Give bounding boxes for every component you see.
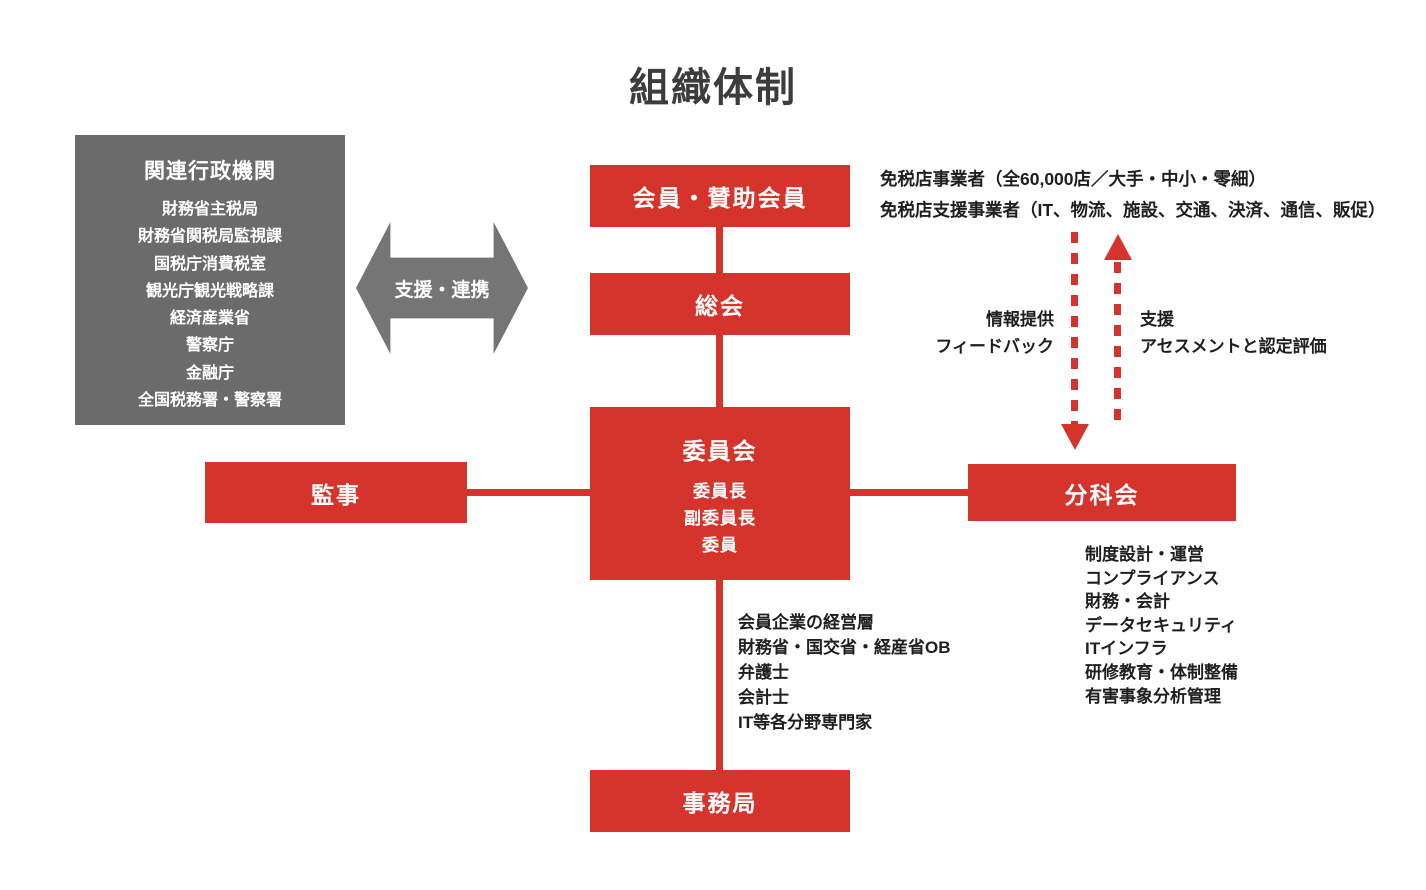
members-box: 会員・賛助会員	[590, 165, 850, 227]
subcommittee-topic-item: 有害事象分析管理	[1085, 686, 1221, 706]
committee-roles: 委員長 副委員長 委員	[684, 478, 756, 559]
up-arrowhead-icon	[1104, 234, 1132, 260]
page-title: 組織体制	[629, 66, 797, 110]
subcommittee-topic-item: 制度設計・運営	[1085, 545, 1204, 564]
connector-committee-secretariat	[716, 580, 723, 770]
committee-expert-item: 会計士	[738, 688, 789, 707]
subcommittee-topics-note: 制度設計・運営 コンプライアンス 財務・会計 データセキュリティ ITインフラ …	[1085, 543, 1238, 708]
agency-item: 金融庁	[185, 364, 234, 382]
connector-committee-subcommittee	[850, 489, 968, 496]
operators-note-line: 免税店事業者（全60,000店／大手・中小・零細）	[880, 169, 1267, 189]
agency-item: 経済産業省	[169, 310, 250, 328]
committee-expert-item: 会員企業の経営層	[738, 613, 874, 632]
support-cooperation-arrow-icon: 支援・連携	[356, 222, 528, 354]
operators-note: 免税店事業者（全60,000店／大手・中小・零細） 免税店支援事業者（IT、物流…	[880, 164, 1386, 226]
committee-role: 委員長	[693, 482, 747, 501]
up-arrow-label-line: アセスメントと認定評価	[1140, 337, 1327, 356]
agency-panel-items: 財務省主税局 財務省関税局監視課 国税庁消費税室 観光庁観光戦略課 経済産業省 …	[75, 196, 345, 414]
information-feedback-down-arrow-icon	[1071, 232, 1078, 424]
down-arrowhead-icon	[1061, 424, 1089, 450]
subcommittee-topic-item: コンプライアンス	[1085, 568, 1220, 588]
operators-note-line: 免税店支援事業者（IT、物流、施設、交通、決済、通信、販促）	[880, 200, 1386, 220]
committee-role: 副委員長	[684, 509, 756, 528]
committee-box: 委員会 委員長 副委員長 委員	[590, 407, 850, 580]
agency-item: 財務省関税局監視課	[137, 228, 282, 246]
committee-experts-note: 会員企業の経営層 財務省・国交省・経産省OB 弁護士 会計士 IT等各分野専門家	[738, 610, 951, 735]
committee-expert-item: 弁護士	[738, 663, 789, 682]
agency-panel-title: 関連行政機関	[144, 160, 276, 183]
agency-item: 警察庁	[185, 337, 234, 355]
subcommittee-topic-item: 財務・会計	[1085, 592, 1170, 612]
agency-item: 全国税務署・警察署	[137, 392, 282, 410]
up-arrow-label: 支援 アセスメントと認定評価	[1140, 306, 1327, 360]
up-arrow-label-line: 支援	[1140, 310, 1174, 329]
connector-auditor-committee	[467, 489, 590, 496]
committee-box-title: 委員会	[682, 438, 758, 464]
support-assessment-up-arrow-icon	[1114, 262, 1121, 428]
support-arrow-label: 支援・連携	[394, 279, 490, 301]
agency-panel: 関連行政機関 財務省主税局 財務省関税局監視課 国税庁消費税室 観光庁観光戦略課…	[75, 135, 345, 425]
subcommittee-topic-item: データセキュリティ	[1085, 615, 1237, 635]
down-arrow-label-line: フィードバック	[935, 337, 1054, 356]
down-arrow-label-line: 情報提供	[986, 310, 1054, 329]
down-arrow-label: 情報提供 フィードバック	[928, 306, 1054, 360]
agency-item: 財務省主税局	[161, 201, 258, 218]
connector-members-assembly	[716, 227, 723, 273]
committee-expert-item: IT等各分野専門家	[738, 713, 873, 732]
committee-role: 委員	[702, 536, 738, 555]
secretariat-box: 事務局	[590, 770, 850, 832]
subcommittee-box: 分科会	[968, 464, 1236, 521]
subcommittee-topic-item: ITインフラ	[1085, 639, 1168, 659]
subcommittee-topic-item: 研修教育・体制整備	[1085, 662, 1238, 682]
connector-assembly-committee	[716, 335, 723, 407]
general-assembly-box: 総会	[590, 273, 850, 335]
committee-expert-item: 財務省・国交省・経産省OB	[738, 638, 951, 657]
agency-item: 観光庁観光戦略課	[145, 282, 274, 300]
agency-item: 国税庁消費税室	[153, 255, 266, 273]
auditor-box: 監事	[205, 462, 467, 523]
